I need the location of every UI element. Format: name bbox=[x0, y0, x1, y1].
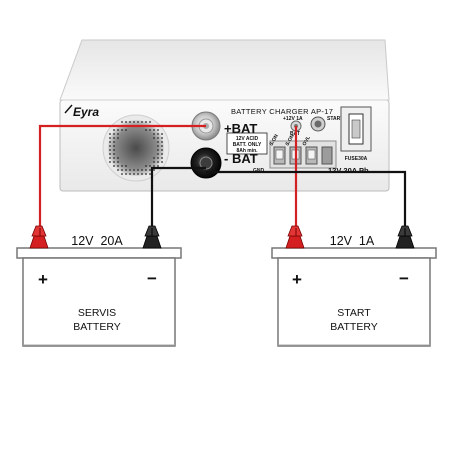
servis-battery-lid bbox=[16, 247, 182, 259]
acid-note-line2: BATT. ONLY bbox=[233, 142, 262, 148]
minus-bat-label: - BAT bbox=[224, 151, 258, 166]
speaker-grill bbox=[102, 114, 170, 182]
servis-battery-name-line1: SERVIS bbox=[78, 307, 116, 319]
start-battery: 12V 1A + − START BATTERY bbox=[271, 225, 437, 347]
start-output-label: +12V 1A bbox=[283, 116, 303, 122]
servis-battery: 12V 20A + − SERVIS BATTERY bbox=[16, 225, 182, 347]
servis-positive-wire bbox=[38, 124, 206, 228]
charger-top-face bbox=[59, 39, 390, 101]
brand-swoosh-icon bbox=[64, 104, 73, 114]
acid-note-line3: 8Ah min. bbox=[236, 148, 258, 154]
servis-negative-clamp[interactable] bbox=[142, 225, 162, 249]
start-battery-lid bbox=[271, 247, 437, 259]
switch-label-1: S.ON bbox=[269, 133, 281, 147]
servis-plus-symbol: + bbox=[38, 270, 48, 289]
start-plus-symbol: + bbox=[292, 270, 302, 289]
start-battery-body bbox=[277, 257, 431, 347]
brand-logo: Eyra bbox=[73, 105, 99, 119]
fuse-label: FUSE30A bbox=[345, 156, 368, 162]
plus-bat-label: +BAT bbox=[224, 121, 257, 136]
servis-battery-name-line2: BATTERY bbox=[73, 321, 120, 333]
charger-rating-label: 12V 20A Pb bbox=[328, 166, 369, 175]
servis-battery-rating: 12V 20A bbox=[71, 234, 123, 248]
minus-bat-terminal[interactable] bbox=[190, 147, 222, 179]
servis-negative-wire bbox=[150, 166, 206, 228]
start-minus-symbol: − bbox=[399, 269, 409, 288]
start-battery-name-line1: START bbox=[337, 307, 371, 319]
start-negative-clamp[interactable] bbox=[395, 225, 415, 249]
switch-1[interactable] bbox=[273, 146, 286, 165]
servis-positive-clamp[interactable] bbox=[29, 225, 49, 249]
start-battery-name-line2: BATTERY bbox=[330, 321, 377, 333]
wiring bbox=[38, 124, 407, 228]
switch-block bbox=[269, 140, 337, 169]
switch-3[interactable] bbox=[305, 146, 318, 165]
start-negative-wire bbox=[206, 170, 407, 228]
acid-note-box bbox=[226, 132, 268, 155]
start-battery-rating: 12V 1A bbox=[330, 234, 375, 248]
acid-note-line1: 12V ACID bbox=[236, 136, 259, 142]
charger-model-title: BATTERY CHARGER AP-17 bbox=[231, 107, 333, 116]
servis-battery-body bbox=[22, 257, 176, 347]
switch-label-3: OVL bbox=[302, 135, 312, 147]
fuse-holder[interactable] bbox=[340, 106, 372, 152]
start-positive-clamp[interactable] bbox=[285, 225, 305, 249]
battery-charger: Eyra BATTERY CHARGER AP-17 +BAT - BAT 12… bbox=[59, 39, 390, 192]
switch-label-2: S.ON bbox=[285, 133, 297, 147]
start-help-knob[interactable] bbox=[310, 116, 326, 132]
grill-dots bbox=[109, 121, 163, 175]
servis-minus-symbol: − bbox=[147, 269, 157, 288]
